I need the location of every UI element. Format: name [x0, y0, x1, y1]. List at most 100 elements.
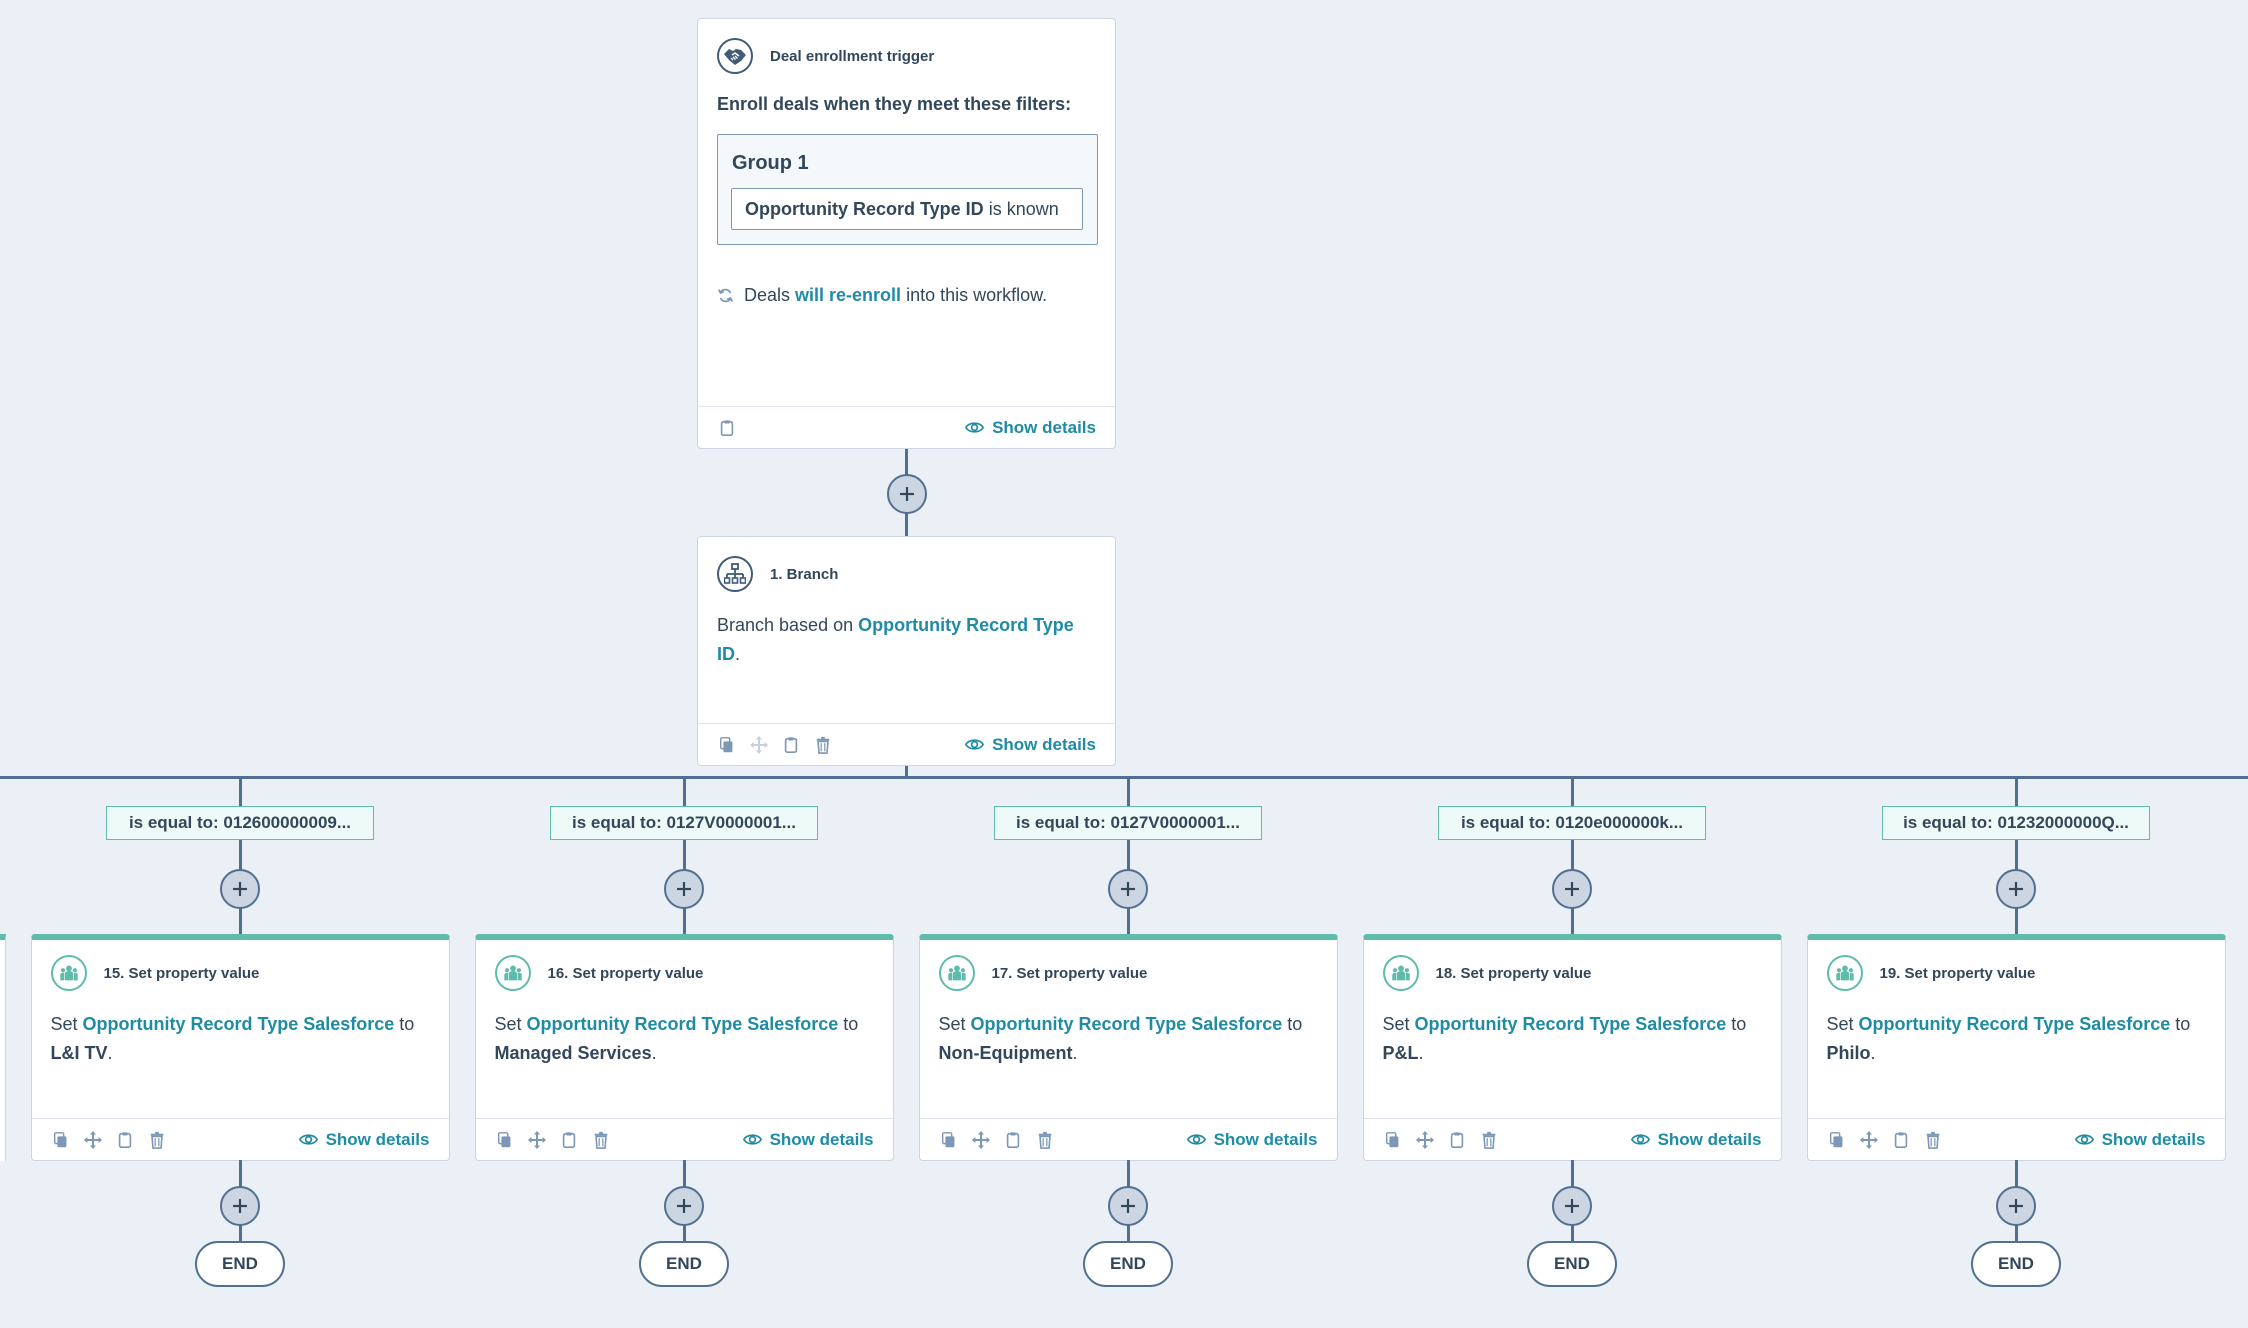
connector	[683, 779, 686, 807]
add-action-button[interactable]	[220, 869, 260, 909]
branch-condition-label[interactable]: is equal to: 01232000000Q...	[1882, 806, 2150, 840]
filter-group[interactable]: Group 1 Opportunity Record Type ID is kn…	[717, 134, 1098, 245]
connector	[2015, 1224, 2018, 1242]
trash-icon[interactable]	[591, 1130, 611, 1150]
set-property-card[interactable]: 19. Set property value Set Opportunity R…	[1806, 934, 2226, 1161]
copy-icon[interactable]	[1383, 1130, 1403, 1150]
filter-chip[interactable]: Opportunity Record Type ID is known	[731, 188, 1083, 230]
eye-icon	[965, 735, 984, 754]
copy-icon[interactable]	[51, 1130, 71, 1150]
plus-icon	[674, 879, 694, 899]
set-property-card[interactable]: 17. Set property value Set Opportunity R…	[918, 934, 1339, 1161]
add-action-button[interactable]	[664, 869, 704, 909]
add-action-button[interactable]	[1996, 1186, 2036, 1226]
trash-icon[interactable]	[1035, 1130, 1055, 1150]
move-icon[interactable]	[527, 1130, 547, 1150]
add-action-button[interactable]	[1552, 869, 1592, 909]
clipboard-icon[interactable]	[1891, 1130, 1911, 1150]
people-icon	[1382, 955, 1419, 991]
property-link[interactable]: Opportunity Record Type Salesforce	[526, 1014, 839, 1034]
show-details-button[interactable]: Show details	[1631, 1130, 1762, 1150]
property-value: Non-Equipment	[938, 1043, 1073, 1063]
branch-condition-label[interactable]: is equal to: 0120e000000k...	[1438, 806, 1706, 840]
people-icon	[938, 955, 975, 991]
end-node: END	[639, 1241, 729, 1287]
property-link[interactable]: Opportunity Record Type Salesforce	[970, 1014, 1283, 1034]
move-icon[interactable]	[1859, 1130, 1879, 1150]
set-property-card[interactable]: 18. Set property value Set Opportunity R…	[1362, 934, 1782, 1161]
move-icon[interactable]	[1415, 1130, 1435, 1150]
branch-property-link-cont[interactable]: ID	[717, 644, 735, 664]
trash-icon[interactable]	[147, 1130, 167, 1150]
branch-condition-label[interactable]: is equal to: 012600000009...	[106, 806, 374, 840]
copy-icon[interactable]	[939, 1130, 959, 1150]
property-link[interactable]: Opportunity Record Type Salesforce	[1414, 1014, 1727, 1034]
people-icon	[494, 955, 531, 991]
branch-icon	[717, 556, 753, 592]
branch-text-prefix: Branch based on	[717, 615, 859, 635]
plus-icon	[1118, 879, 1138, 899]
connector	[1571, 779, 1574, 807]
move-icon[interactable]	[749, 735, 769, 755]
add-action-button[interactable]	[220, 1186, 260, 1226]
show-details-button[interactable]: Show details	[2075, 1130, 2206, 1150]
end-node: END	[195, 1241, 285, 1287]
action-to: to	[1726, 1014, 1747, 1034]
trigger-subtitle: Enroll deals when they meet these filter…	[717, 94, 1072, 114]
show-details-button[interactable]: Show details	[743, 1130, 874, 1150]
plus-icon	[2006, 1196, 2026, 1216]
copy-icon[interactable]	[495, 1130, 515, 1150]
branch-title: 1. Branch	[770, 565, 839, 583]
action-prefix: Set	[938, 1014, 971, 1034]
connector	[1127, 779, 1130, 807]
add-action-button[interactable]	[1108, 869, 1148, 909]
add-action-button[interactable]	[887, 474, 927, 514]
plus-icon	[897, 484, 917, 504]
copy-icon[interactable]	[1827, 1130, 1847, 1150]
connector	[239, 779, 242, 807]
add-action-button[interactable]	[664, 1186, 704, 1226]
trash-icon[interactable]	[1923, 1130, 1943, 1150]
clipboard-icon[interactable]	[559, 1130, 579, 1150]
branch-condition-label[interactable]: is equal to: 0127V0000001...	[994, 806, 1262, 840]
enrollment-trigger-card[interactable]: Deal enrollment trigger Enroll deals whe…	[697, 18, 1116, 449]
clipboard-icon[interactable]	[1447, 1130, 1467, 1150]
add-action-button[interactable]	[1108, 1186, 1148, 1226]
move-icon[interactable]	[971, 1130, 991, 1150]
end-node: END	[1971, 1241, 2061, 1287]
connector	[239, 907, 242, 935]
copy-icon[interactable]	[717, 735, 737, 755]
step-title: 15. Set property value	[103, 964, 260, 982]
trash-icon[interactable]	[1479, 1130, 1499, 1150]
trash-icon[interactable]	[813, 735, 833, 755]
handshake-icon	[717, 38, 753, 74]
action-description: Set Opportunity Record Type Salesforce t…	[939, 1010, 1339, 1068]
clipboard-icon[interactable]	[781, 735, 801, 755]
clipboard-icon[interactable]	[1003, 1130, 1023, 1150]
clipboard-icon[interactable]	[717, 418, 737, 438]
show-details-button[interactable]: Show details	[965, 418, 1096, 438]
branch-condition-label[interactable]: is equal to: 0127V0000001...	[550, 806, 818, 840]
set-property-card[interactable]: 16. Set property value Set Opportunity R…	[474, 934, 894, 1161]
show-details-button[interactable]: Show details	[965, 735, 1096, 755]
branch-card[interactable]: 1. Branch Branch based on Opportunity Re…	[697, 536, 1116, 766]
property-link[interactable]: Opportunity Record Type Salesforce	[1858, 1014, 2171, 1034]
show-details-button[interactable]: Show details	[1187, 1130, 1318, 1150]
eye-icon	[965, 418, 984, 437]
action-footer: Show details	[31, 1118, 449, 1160]
clipboard-icon[interactable]	[115, 1130, 135, 1150]
set-property-card[interactable]: 15. Set property value Set Opportunity R…	[30, 934, 450, 1161]
step-title: 19. Set property value	[1879, 964, 2036, 982]
show-details-button[interactable]: Show details	[299, 1130, 430, 1150]
property-value: Managed Services	[494, 1043, 652, 1063]
property-link[interactable]: Opportunity Record Type Salesforce	[82, 1014, 395, 1034]
add-action-button[interactable]	[1552, 1186, 1592, 1226]
add-action-button[interactable]	[1996, 869, 2036, 909]
connector	[2015, 840, 2018, 870]
reenroll-link[interactable]: will re-enroll	[795, 285, 902, 305]
connector	[2015, 779, 2018, 807]
branch-property-link[interactable]: Opportunity Record Type	[858, 615, 1074, 635]
move-icon[interactable]	[83, 1130, 103, 1150]
branch-text-suffix: .	[735, 644, 741, 664]
